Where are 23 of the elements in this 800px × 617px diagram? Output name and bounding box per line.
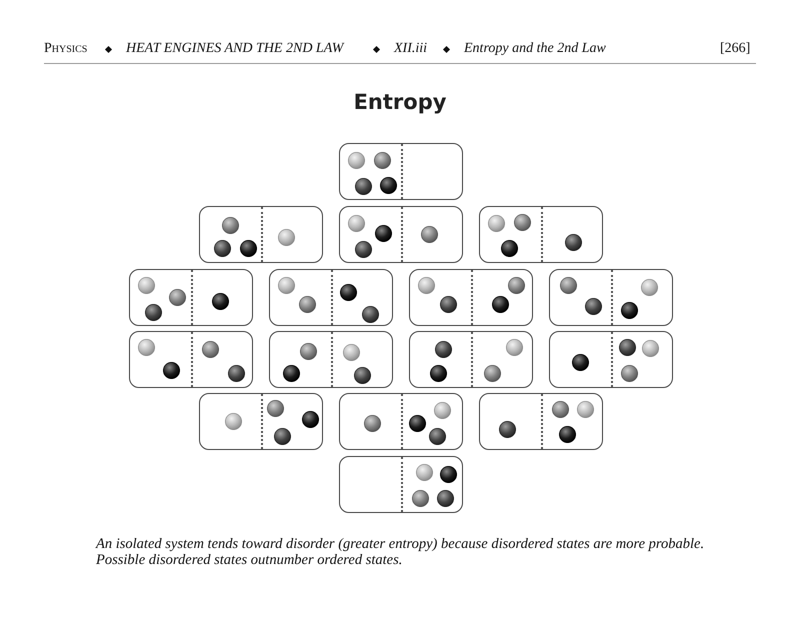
state-box — [199, 393, 323, 450]
state-box — [199, 206, 323, 263]
header-text: HEAT ENGINES AND THE 2ND LAW — [126, 41, 344, 57]
state-box — [339, 143, 463, 200]
state-box — [129, 269, 253, 326]
state-box — [339, 206, 463, 263]
state-box — [479, 393, 603, 450]
header-text: Entropy and the 2nd Law — [464, 41, 606, 57]
diagram-title: Entropy — [352, 90, 448, 114]
state-box — [129, 331, 253, 388]
header-text: XII.iii — [394, 41, 428, 57]
state-box — [269, 331, 393, 388]
caption: An isolated system tends toward disorder (greater entropy) because disordered states are more probable. Possible disordered states outnumber ordered states. — [96, 536, 706, 568]
header-text: [266] — [720, 41, 750, 57]
state-box — [339, 456, 463, 513]
state-box — [339, 393, 463, 450]
state-box — [269, 269, 393, 326]
state-box — [409, 331, 533, 388]
state-box — [409, 269, 533, 326]
state-box — [479, 206, 603, 263]
header-text: Physics — [44, 41, 88, 57]
state-box — [549, 331, 673, 388]
state-box — [549, 269, 673, 326]
